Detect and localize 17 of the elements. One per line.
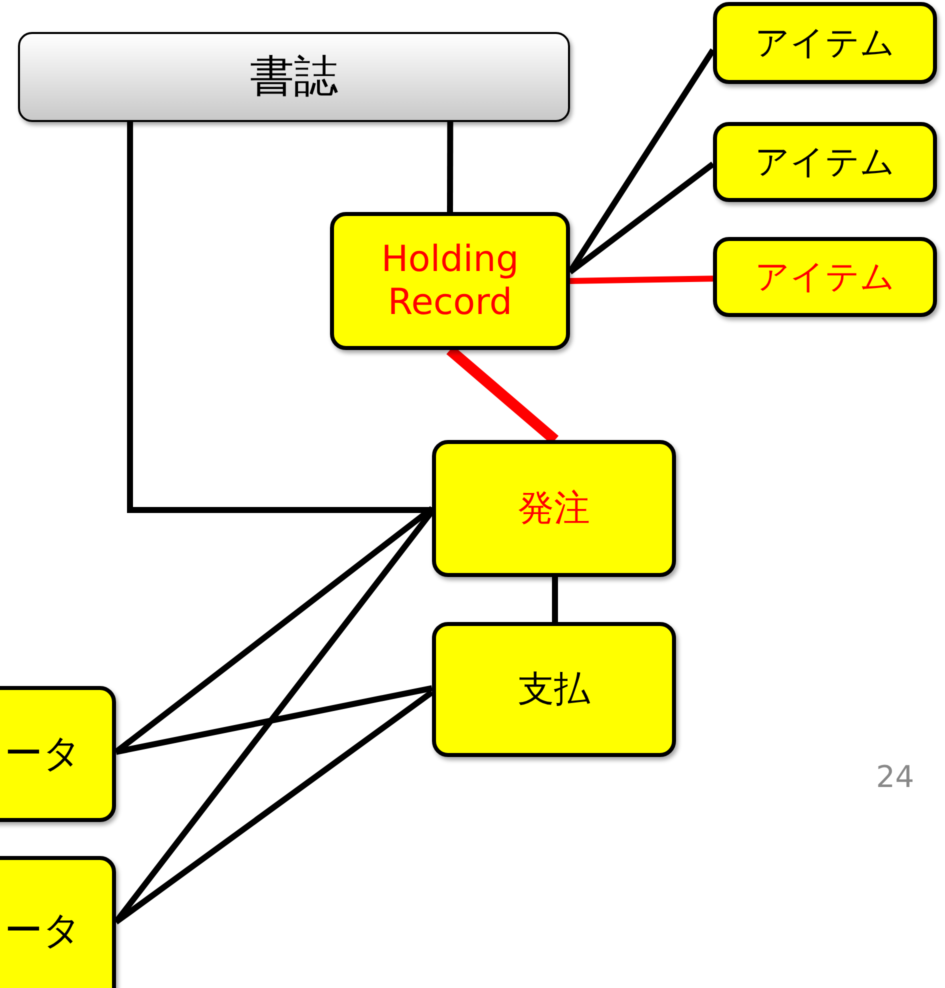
- entity-box: アイテム: [713, 122, 937, 202]
- connector-line: [115, 685, 433, 755]
- entity-box: 支払: [432, 622, 676, 757]
- connector-line: [447, 122, 454, 212]
- entity-box: Holding Record: [330, 212, 570, 350]
- entity-box: ータ: [0, 856, 116, 988]
- connector-line: [114, 690, 434, 924]
- connector-line: [127, 122, 432, 513]
- page-number: 24: [876, 760, 914, 795]
- entity-box: ータ: [0, 686, 116, 822]
- entity-box: アイテム: [713, 237, 937, 317]
- entity-box: アイテム: [713, 2, 937, 84]
- connector-line: [570, 276, 714, 284]
- connector-line: [552, 577, 558, 622]
- entity-box: 発注: [432, 440, 676, 577]
- connector-line: [568, 162, 715, 274]
- title-box: 書誌: [18, 32, 570, 122]
